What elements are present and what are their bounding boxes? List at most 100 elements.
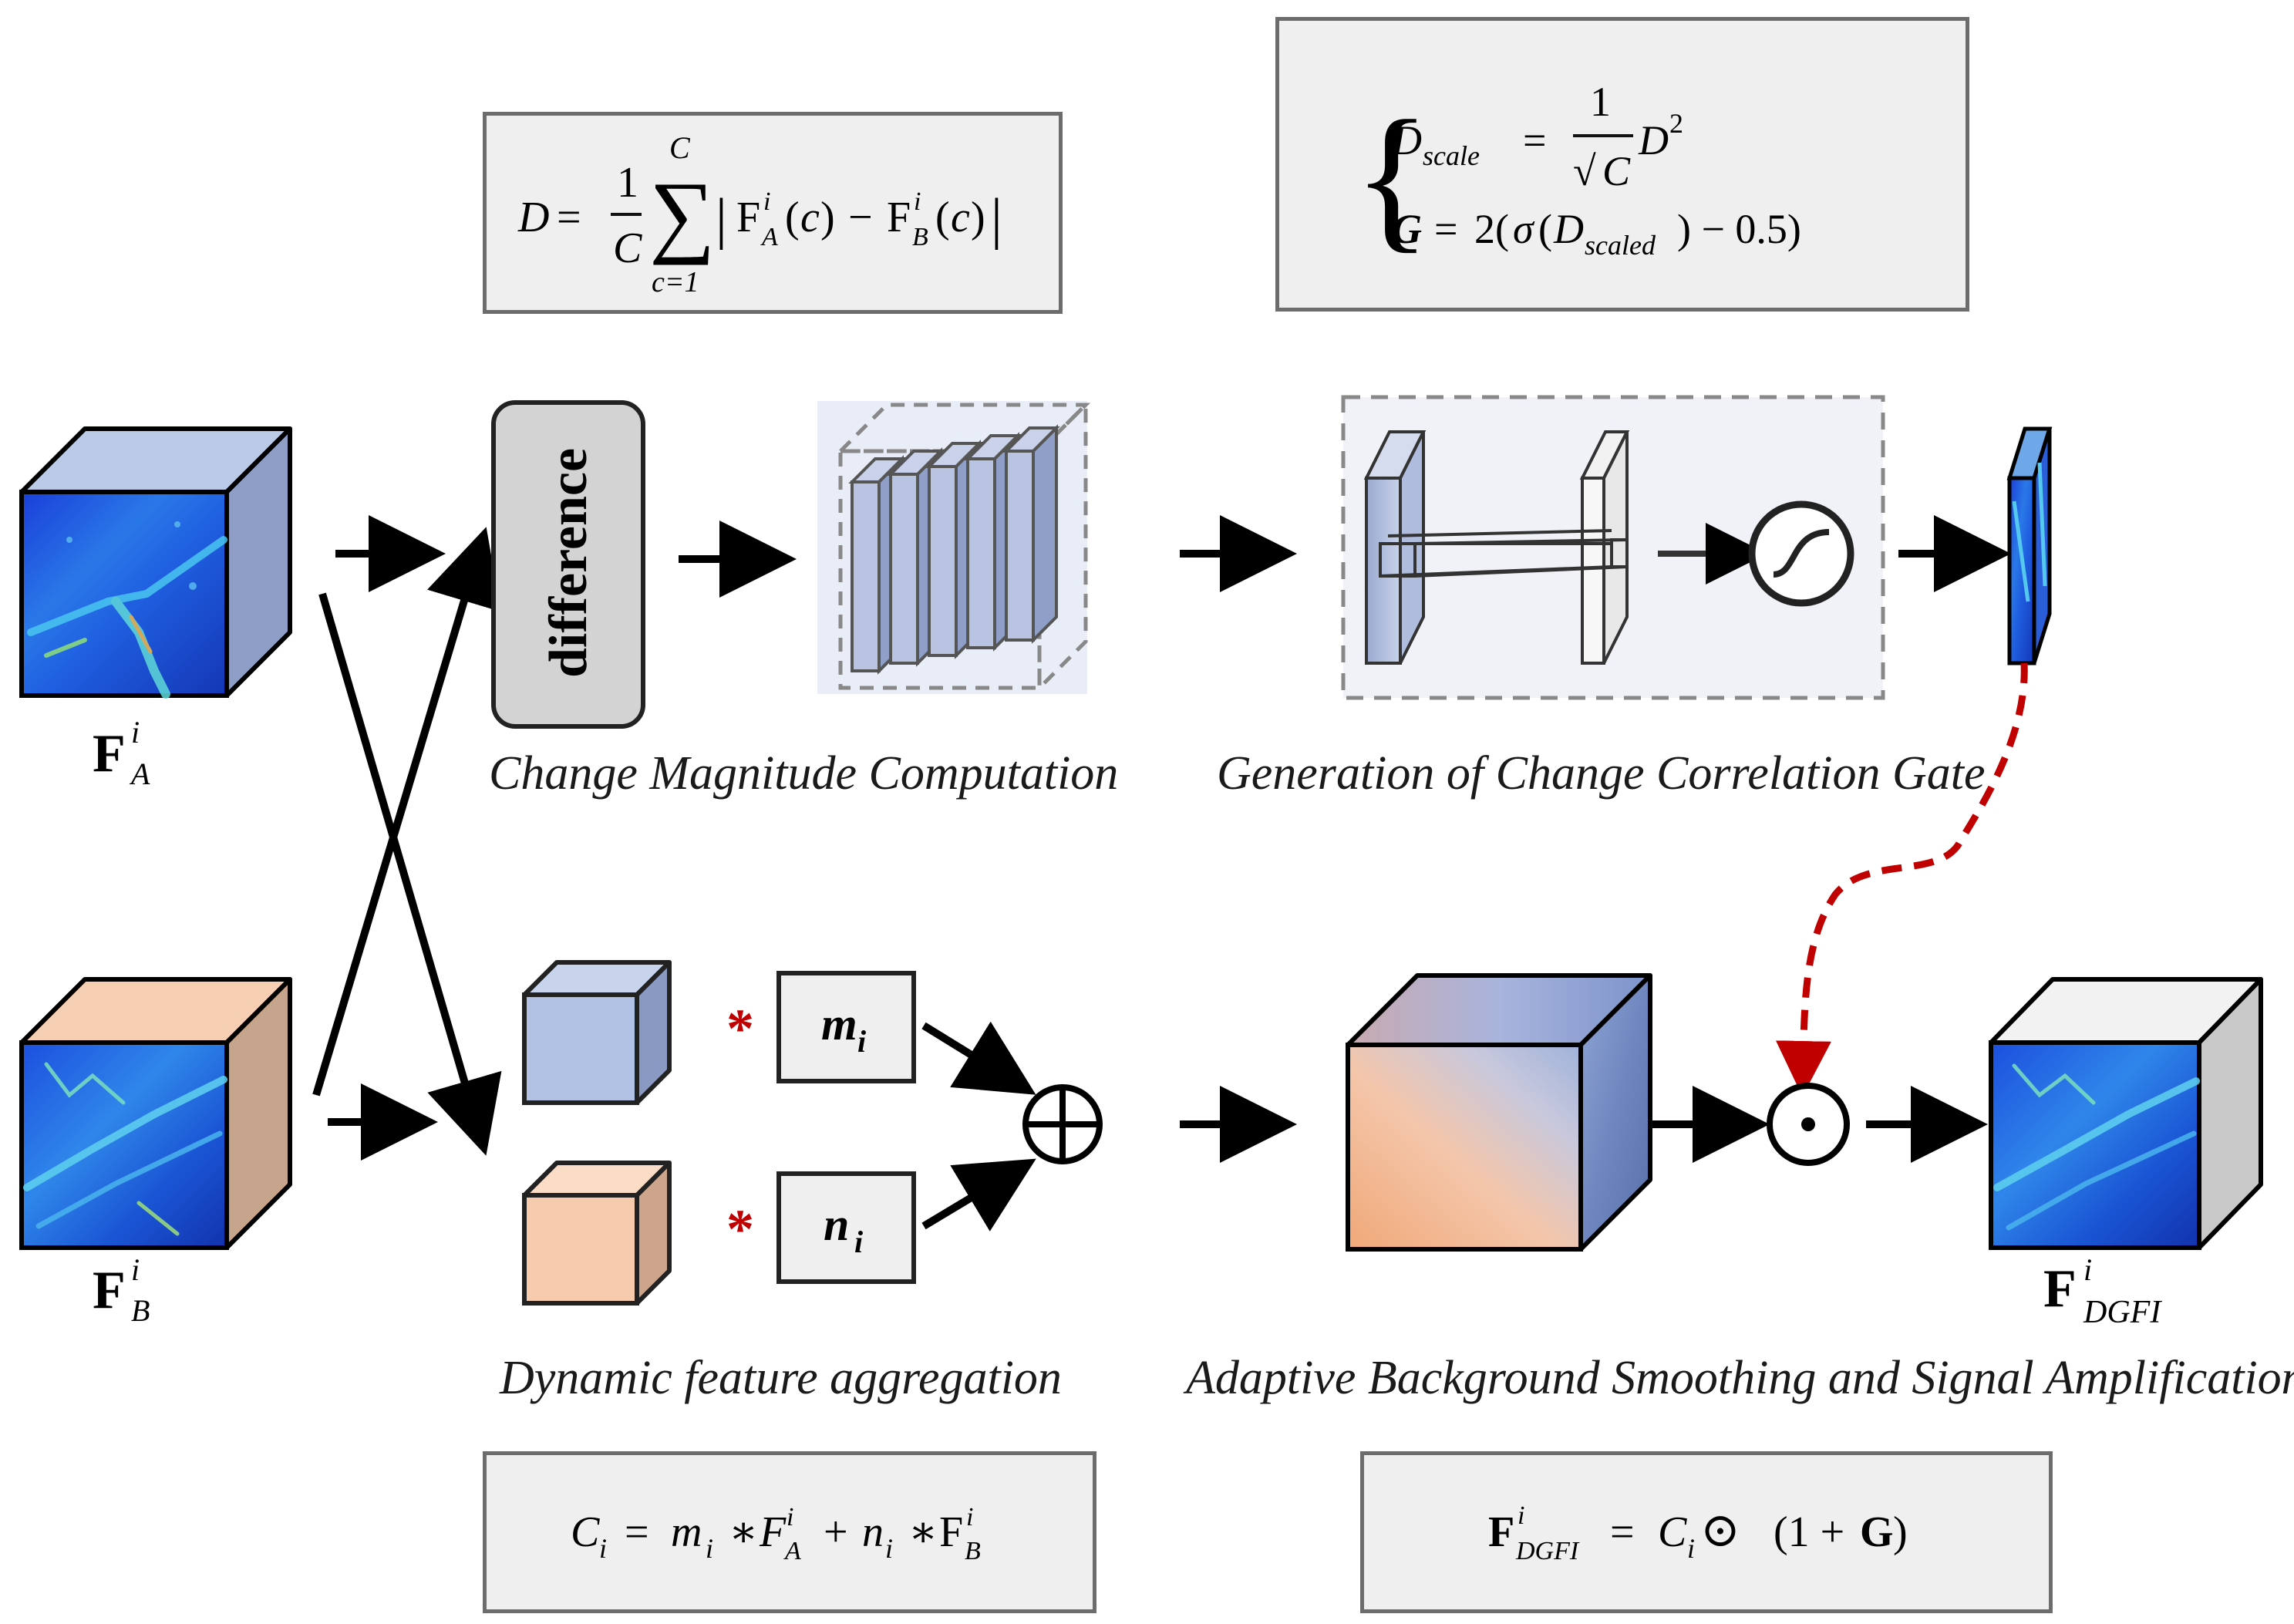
svg-text:=: = [625, 1508, 649, 1556]
gate-generation-block [1341, 395, 1885, 700]
add-operator [1022, 1084, 1103, 1164]
svg-text:i: i [706, 1533, 713, 1564]
feature-b-label: F i B [93, 1252, 150, 1328]
multiply-symbol-m: * [726, 998, 754, 1060]
svg-text:G: G [1860, 1508, 1894, 1556]
svg-text:−: − [848, 194, 873, 241]
svg-text:C: C [613, 224, 642, 272]
svg-text:√: √ [1573, 148, 1596, 194]
difference-equation-box [483, 112, 1063, 314]
svg-text:B: B [965, 1537, 981, 1565]
svg-text:): ) [971, 194, 985, 241]
feature-cube-b [19, 977, 292, 1250]
svg-text:i: i [914, 187, 921, 216]
gate-map [2006, 426, 2053, 665]
svg-text:i: i [131, 715, 140, 750]
svg-text:C: C [1602, 148, 1631, 194]
svg-text:F: F [887, 194, 911, 241]
svg-text:i: i [854, 1225, 863, 1259]
aggregation-arrows [921, 1021, 1036, 1231]
multiply-symbol-n: * [726, 1198, 754, 1260]
svg-text:=: = [1523, 117, 1546, 163]
svg-text:2(: 2( [1474, 206, 1509, 252]
svg-text:i: i [763, 187, 770, 216]
svg-text:i: i [2083, 1252, 2092, 1287]
caption-correlation-gate: Generation of Change Correlation Gate [1217, 747, 1986, 800]
svg-text:DGFI: DGFI [1515, 1537, 1580, 1565]
svg-text:D: D [1391, 117, 1422, 163]
svg-text:{: { [1353, 88, 1431, 267]
svg-text:σ: σ [1513, 206, 1535, 252]
svg-text:F: F [939, 1508, 963, 1556]
svg-text:F: F [1488, 1508, 1514, 1556]
aggregation-equation-box [483, 1451, 1096, 1613]
svg-text:DGFI: DGFI [2083, 1295, 2162, 1330]
svg-text:D: D [1638, 117, 1669, 163]
svg-text:B: B [131, 1293, 150, 1328]
svg-text:F: F [2043, 1259, 2077, 1319]
svg-text:n: n [862, 1508, 884, 1556]
output-equation: F i DGFI = C i ⊙ (1 + G ) [1488, 1501, 1908, 1565]
svg-text:i: i [599, 1533, 607, 1564]
svg-text:(: ( [1538, 206, 1552, 252]
svg-text:B: B [912, 223, 928, 251]
svg-text:c: c [800, 194, 820, 241]
svg-text:i: i [787, 1503, 793, 1531]
svg-text:m: m [671, 1508, 702, 1556]
svg-text:∑: ∑ [649, 163, 716, 265]
svg-text:) − 0.5): ) − 0.5) [1677, 206, 1801, 252]
feature-a-label: F i A [93, 715, 150, 791]
svg-text:F: F [93, 724, 126, 783]
svg-text:=: = [1434, 206, 1457, 252]
svg-text:|: | [716, 187, 727, 251]
svg-text:A: A [129, 756, 150, 791]
svg-text:C: C [1658, 1508, 1687, 1556]
svg-text:c: c [951, 194, 970, 241]
svg-text:=: = [1610, 1508, 1635, 1556]
svg-text:i: i [857, 1024, 866, 1059]
svg-text:F: F [93, 1261, 126, 1320]
small-cube-b [522, 1161, 672, 1306]
gate-equation-box [1275, 17, 1969, 312]
difference-feature-stack [817, 399, 1091, 694]
svg-text:∗: ∗ [729, 1508, 758, 1556]
svg-text:F: F [759, 1508, 787, 1556]
svg-text:n: n [824, 1199, 849, 1250]
svg-text:D: D [1553, 206, 1584, 252]
svg-text:2: 2 [1669, 108, 1683, 139]
svg-text:=: = [557, 194, 581, 241]
difference-block: difference [491, 400, 645, 729]
svg-text:⊙: ⊙ [1700, 1504, 1740, 1557]
caption-adaptive-smoothing: Adaptive Background Smoothing and Signal… [1186, 1352, 2294, 1404]
caption-change-magnitude: Change Magnitude Computation [489, 747, 1119, 800]
caption-dynamic-aggregation: Dynamic feature aggregation [500, 1352, 1062, 1404]
weight-n-box: n i [776, 1171, 916, 1284]
svg-text:scaled: scaled [1585, 230, 1656, 261]
svg-text:i: i [131, 1252, 140, 1287]
svg-text:i: i [885, 1533, 893, 1564]
svg-text:A: A [783, 1537, 801, 1565]
svg-text:1: 1 [1590, 79, 1611, 125]
svg-text:D: D [517, 194, 549, 241]
svg-text:): ) [820, 194, 835, 241]
svg-text:1: 1 [617, 159, 638, 207]
svg-text:A: A [760, 223, 778, 251]
svg-text:G: G [1392, 206, 1422, 252]
aggregation-equation: C i = m i ∗ F i A + n i ∗ F i B [571, 1503, 981, 1565]
svg-text:c=1: c=1 [652, 266, 699, 298]
output-equation-box [1360, 1451, 2053, 1613]
small-cube-a [522, 960, 672, 1105]
output-feature-cube [1989, 977, 2263, 1250]
svg-text:i: i [1687, 1533, 1695, 1564]
svg-text:+: + [824, 1508, 848, 1556]
svg-text:C: C [571, 1508, 600, 1556]
gate-equation: { D scale = 1 √ C D 2 G = 2( σ ( D scale… [1353, 79, 1801, 267]
svg-text:): ) [1893, 1508, 1908, 1556]
output-label: F i DGFI [2043, 1252, 2162, 1330]
svg-text:F: F [736, 194, 760, 241]
gate-broadcast-arrow [1775, 662, 2028, 1097]
svg-text:m: m [821, 999, 857, 1050]
input-arrows [312, 515, 502, 1161]
svg-text:scale: scale [1423, 140, 1480, 171]
